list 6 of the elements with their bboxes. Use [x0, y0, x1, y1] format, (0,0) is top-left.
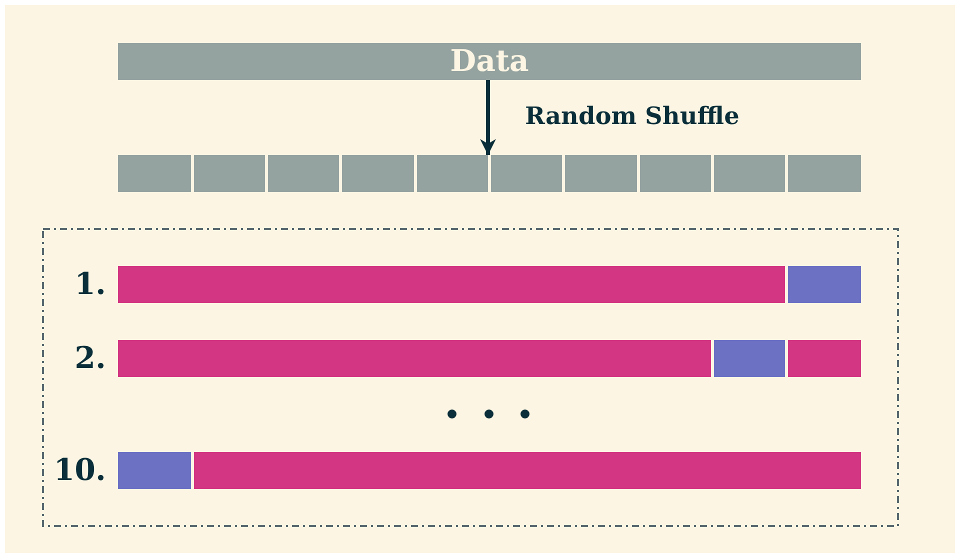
fold-number: 1. [74, 266, 106, 303]
shuffled-data-bar [118, 155, 861, 192]
fold-number: 10. [52, 452, 106, 489]
fold-number: 2. [74, 340, 106, 377]
data-bar: Data [118, 43, 861, 80]
arrow [480, 80, 496, 155]
